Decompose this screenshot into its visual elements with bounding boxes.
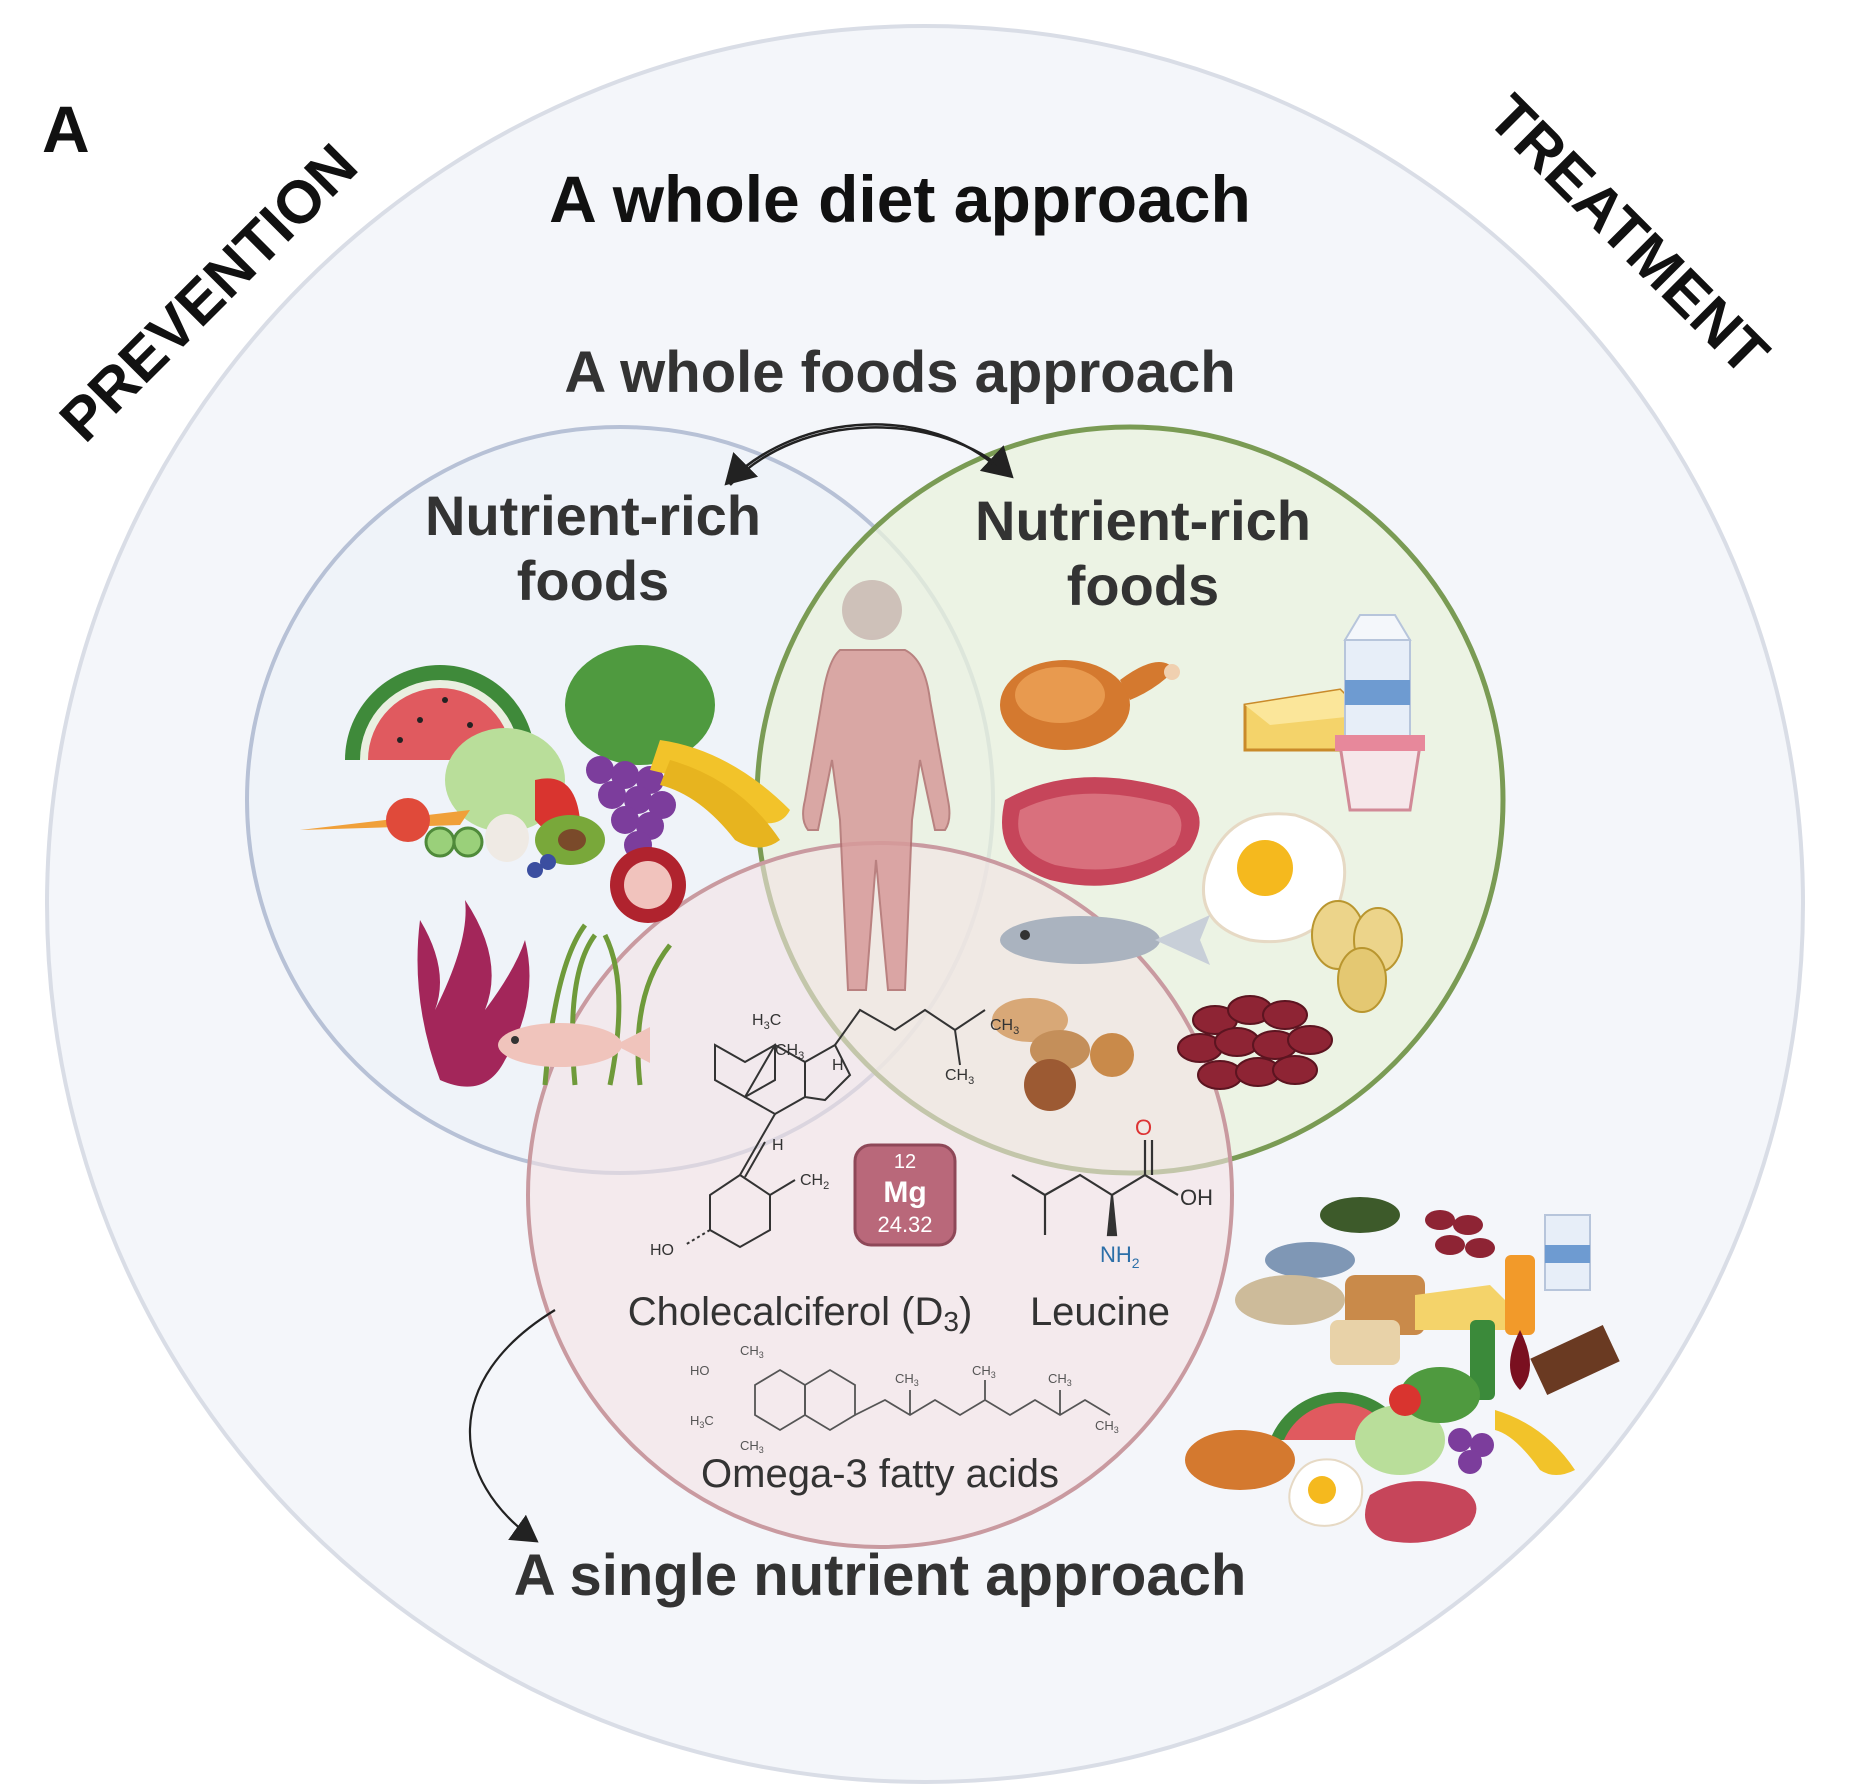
kidney-beans-icon: [1177, 995, 1333, 1090]
single-nutrient-arrow: [468, 1309, 556, 1543]
mg-atomic-mass: 24.32: [877, 1212, 932, 1237]
mg-atomic-number: 12: [894, 1151, 916, 1173]
nuts-icon: [992, 998, 1134, 1111]
right-circle-label-line2: foods: [1067, 554, 1219, 617]
svg-text:CH3: CH3: [740, 1438, 764, 1455]
whole-foods-title: A whole foods approach: [564, 340, 1235, 405]
exchange-arrow-back: [724, 423, 1001, 486]
steak-icon: [1002, 777, 1200, 886]
svg-text:CH3: CH3: [1048, 1371, 1072, 1388]
left-circle-label-line2: foods: [517, 549, 669, 612]
mg-symbol: Mg: [883, 1176, 926, 1209]
potatoes-icon: [1311, 900, 1403, 1013]
cholecalciferol-atom-labels: H3C CH3 CH3 CH3 H H CH2 HO: [650, 1012, 1019, 1259]
cholecalciferol-label: Cholecalciferol (D3): [628, 1290, 973, 1337]
svg-text:CH3: CH3: [972, 1363, 996, 1380]
cheese-icon: [1243, 688, 1367, 752]
human-body-icon: [802, 580, 951, 991]
leucine-o: O: [1135, 1115, 1152, 1140]
roast-chicken-icon: [1000, 660, 1180, 750]
omega3-atom-labels: HO CH3 H3C CH3 CH3 CH3 CH3 CH3: [690, 1343, 1119, 1455]
leucine-label: Leucine: [1030, 1290, 1170, 1334]
yogurt-cup-icon: [1335, 735, 1425, 812]
mixed-diet-pile-icon: [1185, 1197, 1620, 1543]
svg-text:H: H: [832, 1057, 844, 1074]
leucine-structure: [1011, 1140, 1179, 1237]
cholecalciferol-structure: [684, 1008, 986, 1249]
svg-text:CH3: CH3: [990, 1017, 1019, 1037]
fish-icon: [1000, 915, 1210, 965]
seaweed-fish-icon: [417, 900, 672, 1087]
milk-carton-icon: [1343, 614, 1412, 741]
svg-text:CH2: CH2: [800, 1172, 829, 1192]
magnesium-element-tile: 12 Mg 24.32: [853, 1143, 957, 1247]
panel-letter: A: [42, 92, 90, 166]
single-nutrient-title: A single nutrient approach: [514, 1543, 1247, 1608]
whole-diet-title: A whole diet approach: [549, 162, 1251, 236]
fried-egg-icon: [1202, 812, 1347, 944]
svg-text:CH3: CH3: [945, 1067, 974, 1087]
omega3-label: Omega-3 fatty acids: [701, 1452, 1059, 1496]
leucine-oh: OH: [1180, 1185, 1213, 1210]
omega3-structure: [754, 1368, 1111, 1432]
fruit-vegetable-pile-icon: [300, 645, 790, 923]
svg-text:H3C: H3C: [752, 1012, 781, 1032]
svg-text:HO: HO: [690, 1363, 710, 1378]
svg-text:CH3: CH3: [775, 1042, 804, 1062]
svg-text:CH3: CH3: [1095, 1418, 1119, 1435]
svg-text:CH3: CH3: [740, 1343, 764, 1360]
right-circle-label-line1: Nutrient-rich: [975, 489, 1311, 552]
left-circle-label-line1: Nutrient-rich: [425, 484, 761, 547]
svg-text:H3C: H3C: [690, 1413, 714, 1430]
svg-text:CH3: CH3: [895, 1371, 919, 1388]
svg-text:H: H: [772, 1137, 784, 1154]
svg-text:HO: HO: [650, 1242, 674, 1259]
